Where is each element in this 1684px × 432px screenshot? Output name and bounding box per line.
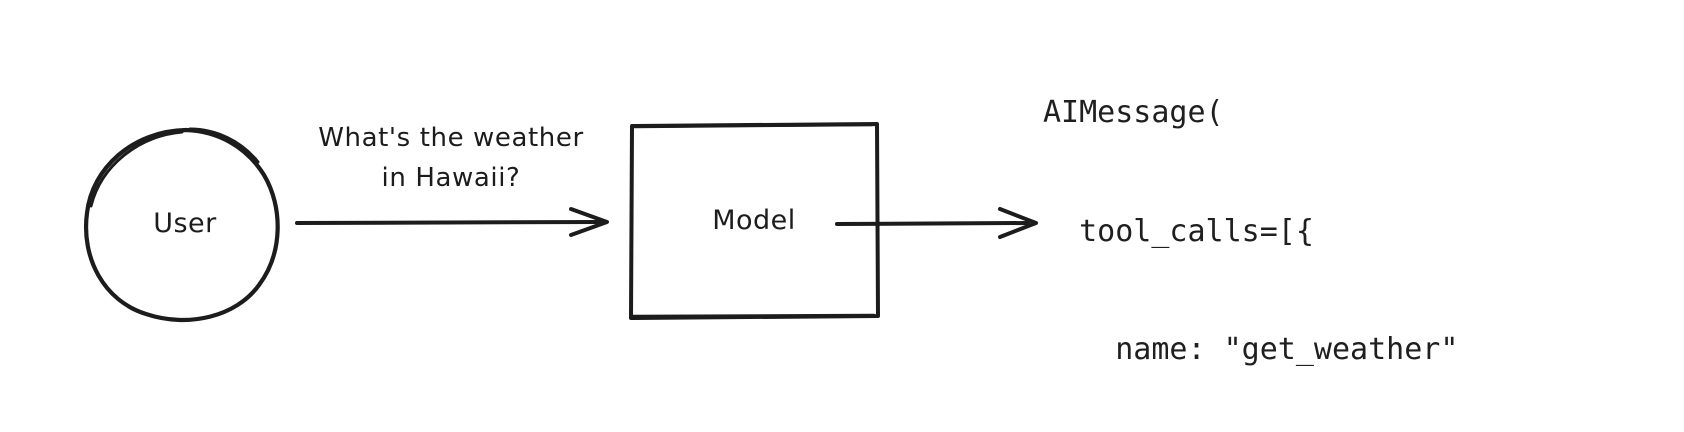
user-node-label: User bbox=[153, 208, 217, 239]
edge-label-line-1: What's the weather bbox=[318, 123, 584, 153]
code-line: name: "get_weather" bbox=[1043, 332, 1459, 367]
code-line: tool_calls=[{ bbox=[1043, 213, 1314, 249]
ai-message-code-block: AIMessage( tool_calls=[{ name: "get_weat… bbox=[1043, 14, 1495, 432]
user-circle-shape bbox=[83, 127, 280, 322]
code-line: AIMessage( bbox=[1043, 95, 1224, 130]
arrow-model-to-output bbox=[835, 207, 1038, 239]
arrow-user-to-model bbox=[295, 207, 609, 237]
edge-label-user-to-model: What's the weather in Hawaii? bbox=[288, 118, 614, 198]
model-box-shape bbox=[629, 122, 880, 320]
model-node-label: Model bbox=[712, 205, 796, 236]
edge-label-line-2: in Hawaii? bbox=[381, 163, 521, 193]
